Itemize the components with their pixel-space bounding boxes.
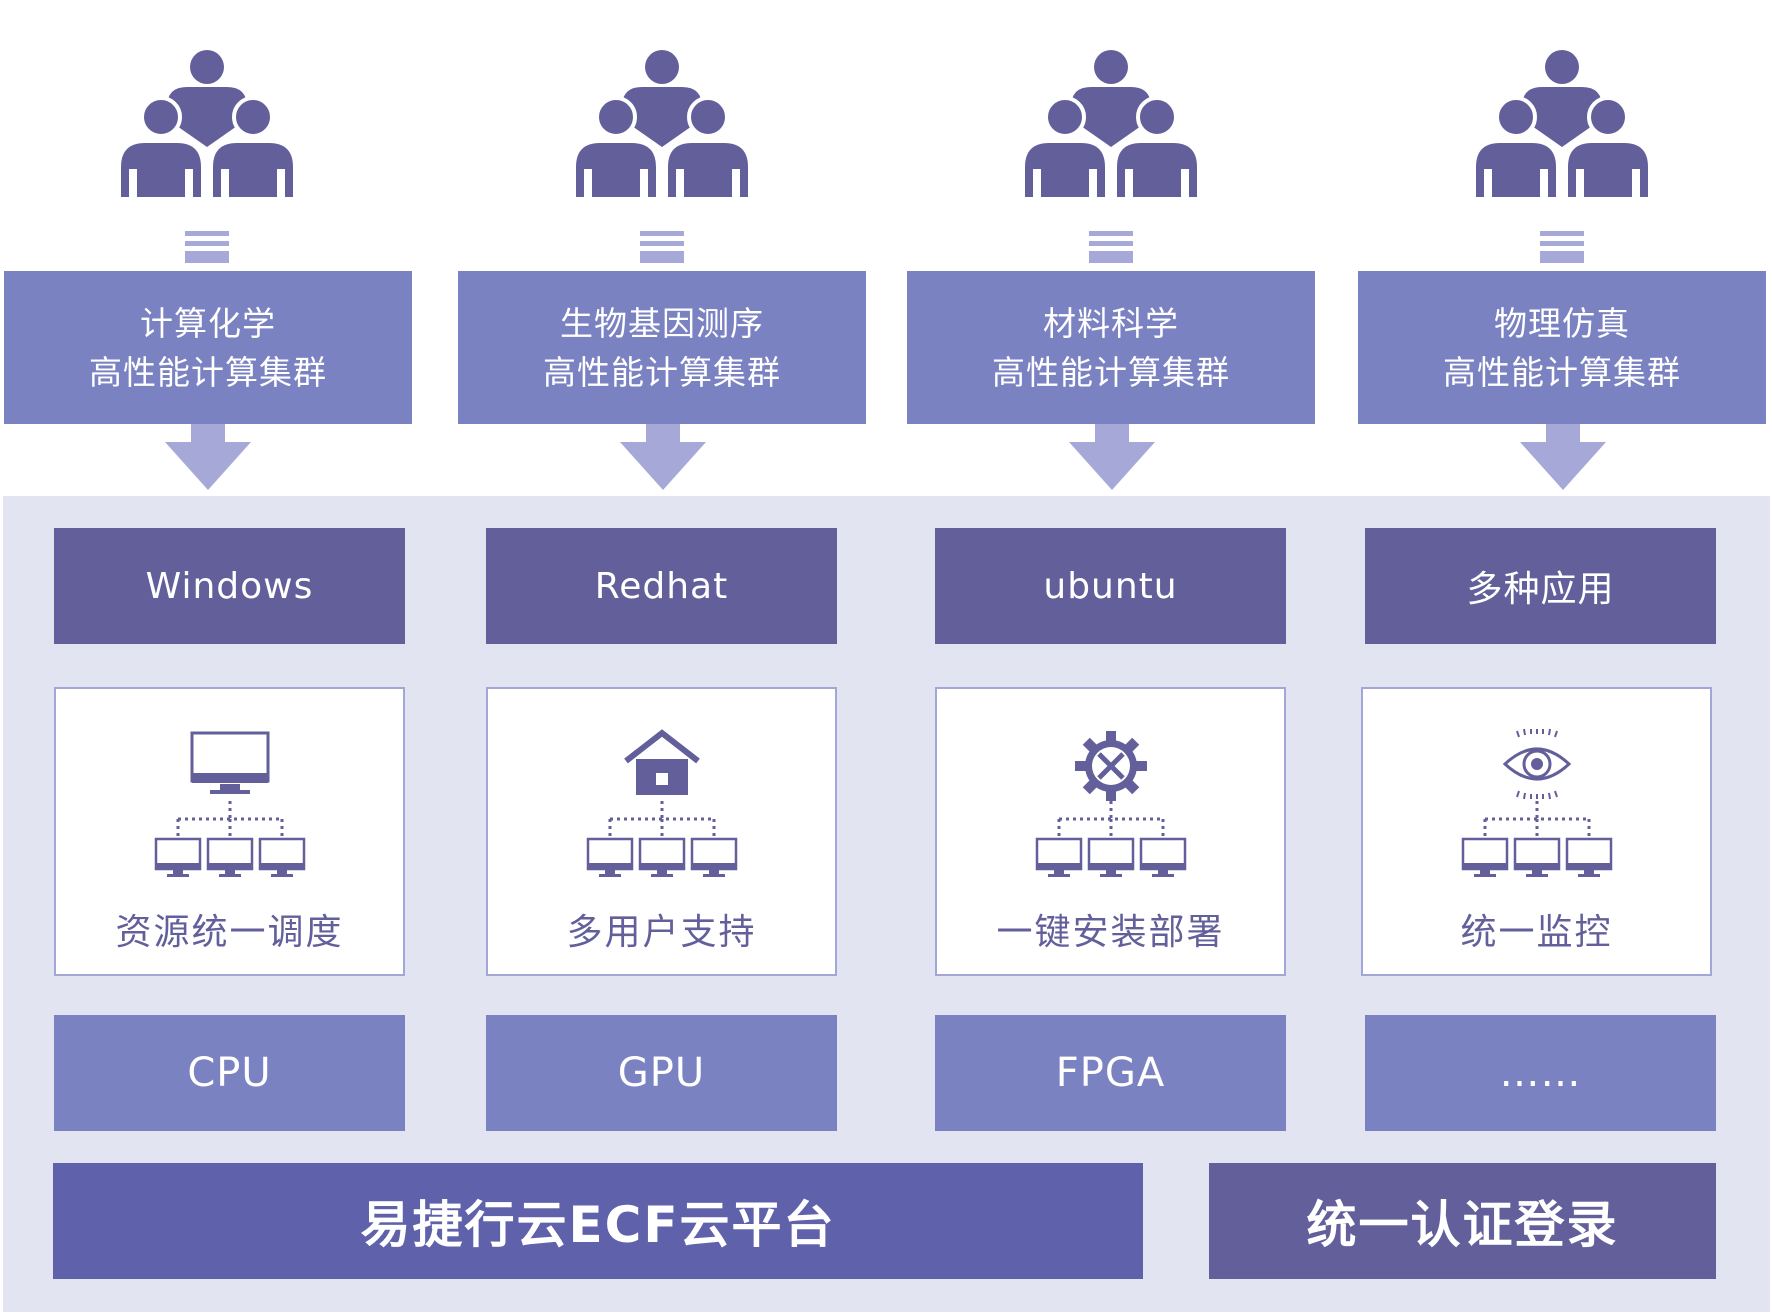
cluster-box-physics: 物理仿真 高性能计算集群 (1358, 271, 1766, 424)
user-group-icon (1472, 44, 1652, 214)
cluster-subtitle: 高性能计算集群 (89, 352, 327, 392)
monitor-network-icon (130, 719, 330, 889)
os-label: ubuntu (1043, 565, 1178, 607)
hw-more: …… (1365, 1015, 1716, 1131)
feature-resource-scheduling: 资源统一调度 (54, 687, 405, 976)
os-label: 多种应用 (1466, 569, 1615, 610)
auth-label: 统一认证登录 (1306, 1196, 1619, 1254)
hw-label: GPU (617, 1050, 706, 1096)
gear-tools-network-icon (1011, 719, 1211, 889)
eye-network-icon (1437, 719, 1637, 889)
down-arrow-icon (165, 424, 251, 490)
hw-label: FPGA (1055, 1050, 1166, 1096)
cluster-title: 计算化学 (140, 303, 276, 343)
connector-lines (185, 231, 229, 271)
hw-label: CPU (187, 1050, 272, 1096)
user-group-icon (1021, 44, 1201, 214)
cluster-title: 生物基因测序 (560, 303, 764, 343)
hw-fpga: FPGA (935, 1015, 1286, 1131)
down-arrow-icon (620, 424, 706, 490)
platform-label: 易捷行云ECF云平台 (360, 1196, 836, 1254)
feature-one-click-deploy: 一键安装部署 (935, 687, 1286, 976)
hw-label: …… (1499, 1050, 1582, 1096)
os-ubuntu: ubuntu (935, 528, 1286, 644)
cloud-platform-bar: 易捷行云ECF云平台 (53, 1163, 1143, 1279)
connector-lines (640, 231, 684, 271)
cluster-title: 物理仿真 (1494, 303, 1630, 343)
os-windows: Windows (54, 528, 405, 644)
feature-unified-monitoring: 统一监控 (1361, 687, 1712, 976)
connector-lines (1540, 231, 1584, 271)
os-label: Windows (145, 565, 314, 607)
cluster-box-chemistry: 计算化学 高性能计算集群 (4, 271, 412, 424)
cluster-title: 材料科学 (1043, 303, 1179, 343)
feature-label: 一键安装部署 (996, 912, 1225, 953)
feature-label: 统一监控 (1460, 912, 1613, 953)
cluster-box-materials: 材料科学 高性能计算集群 (907, 271, 1315, 424)
cluster-subtitle: 高性能计算集群 (992, 352, 1230, 392)
down-arrow-icon (1520, 424, 1606, 490)
cluster-subtitle: 高性能计算集群 (1443, 352, 1681, 392)
house-network-icon (562, 719, 762, 889)
os-label: Redhat (594, 565, 729, 607)
os-redhat: Redhat (486, 528, 837, 644)
os-multi-apps: 多种应用 (1365, 528, 1716, 644)
hw-gpu: GPU (486, 1015, 837, 1131)
feature-multi-user: 多用户支持 (486, 687, 837, 976)
feature-label: 资源统一调度 (115, 912, 344, 953)
user-group-icon (572, 44, 752, 214)
feature-label: 多用户支持 (566, 912, 757, 953)
unified-auth-bar: 统一认证登录 (1209, 1163, 1716, 1279)
cluster-box-genome: 生物基因测序 高性能计算集群 (458, 271, 866, 424)
hw-cpu: CPU (54, 1015, 405, 1131)
down-arrow-icon (1069, 424, 1155, 490)
user-group-icon (117, 44, 297, 214)
cluster-subtitle: 高性能计算集群 (543, 352, 781, 392)
connector-lines (1089, 231, 1133, 271)
